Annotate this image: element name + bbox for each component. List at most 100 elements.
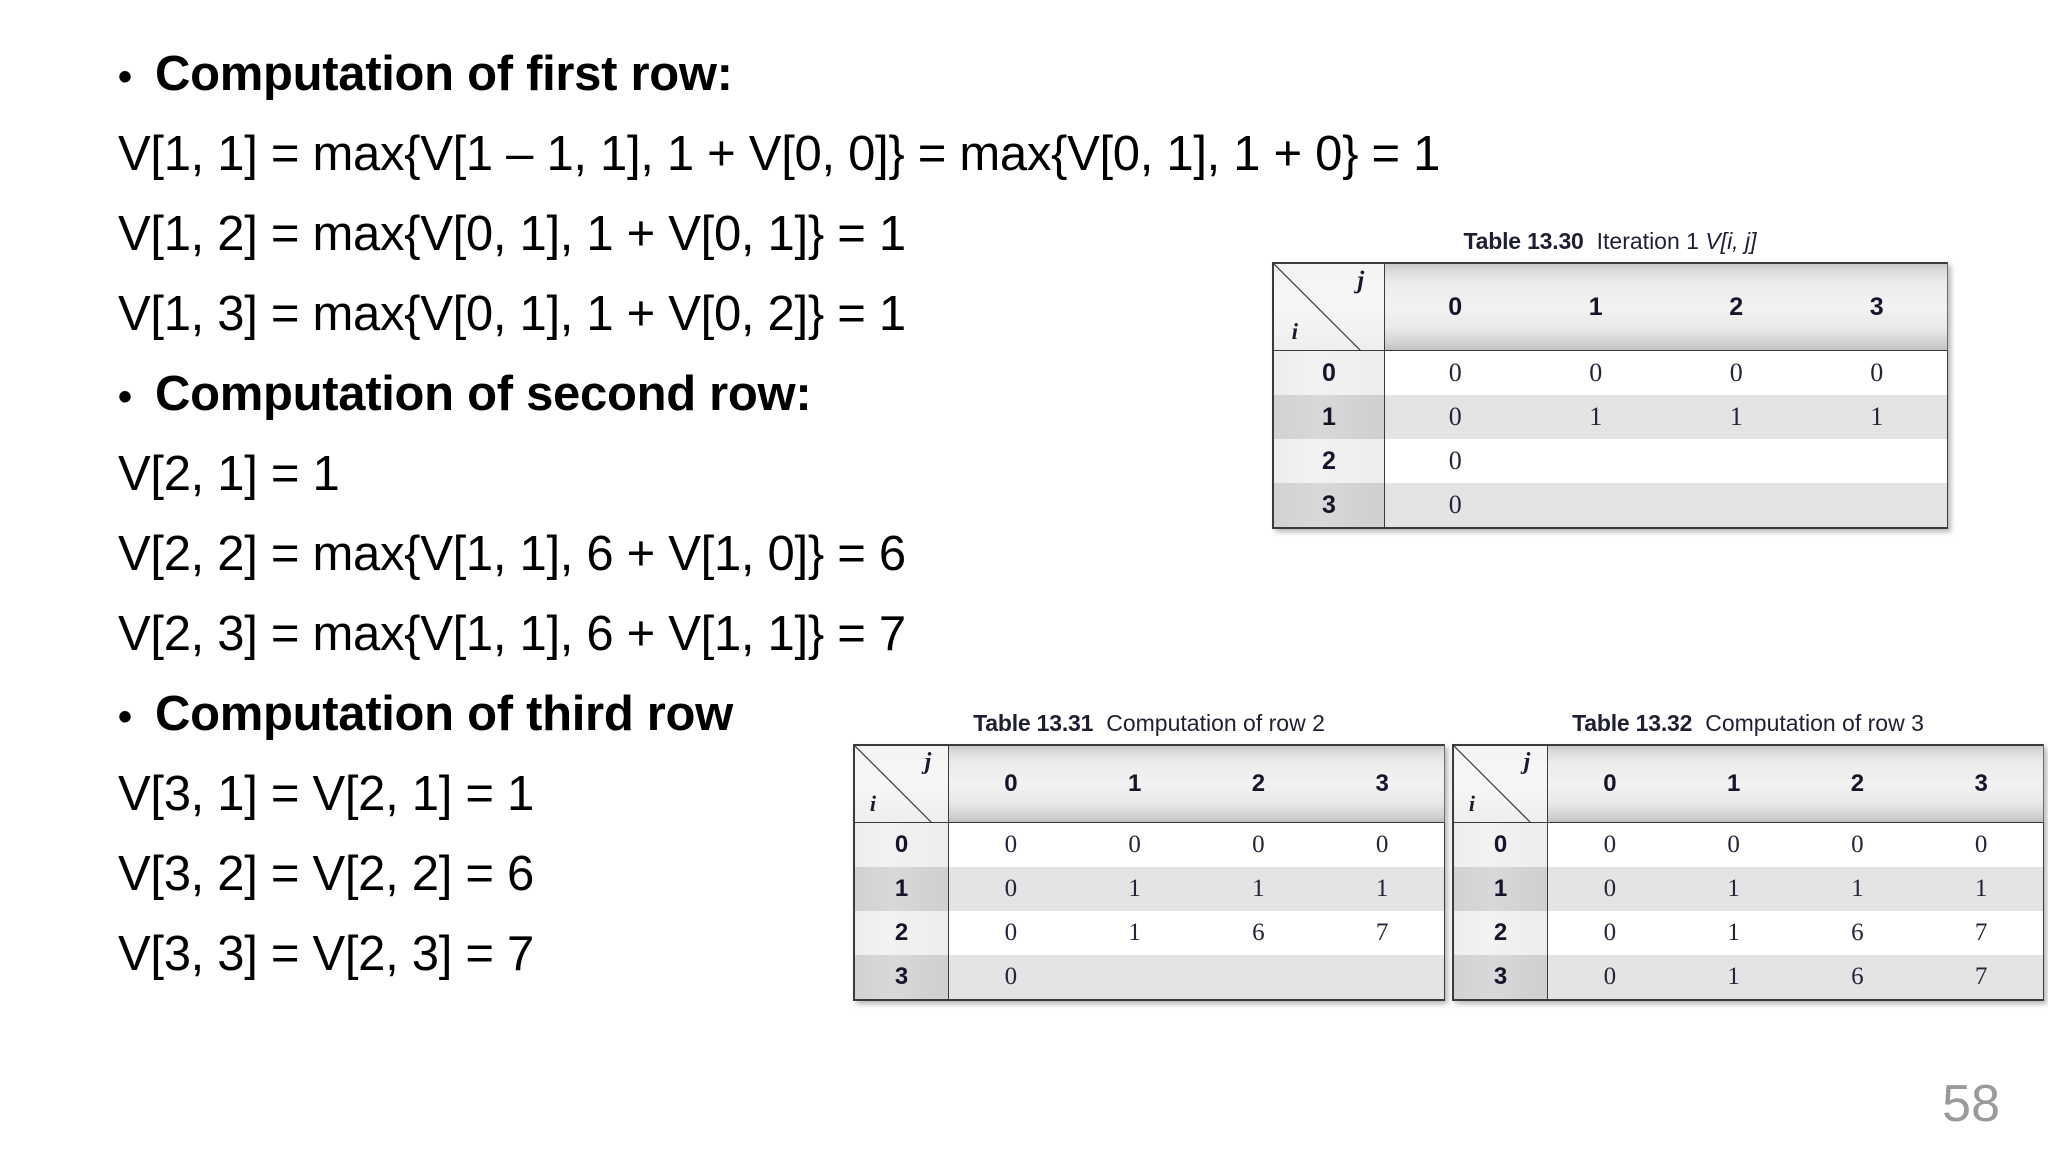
column-axis-label: j [924, 749, 932, 776]
equation-line: V[3, 2] = V[2, 2] = 6 [118, 845, 534, 903]
table-caption-text: Computation of row 3 [1705, 710, 1924, 736]
table-cell: 0 [1004, 831, 1018, 858]
table-cell: 0 [1004, 919, 1018, 946]
equation-text: V[1, 1] = max{V[1 – 1, 1], 1 + V[0, 0]} … [118, 127, 1441, 181]
table-caption-label: Table 13.32 [1572, 710, 1693, 736]
table-cell: 6 [1851, 963, 1864, 990]
row-header-cell: 0 [855, 823, 948, 867]
table-cell: 0 [1729, 358, 1743, 387]
equation-text: V[1, 2] = max{V[0, 1], 1 + V[0, 1]} = 1 [118, 207, 906, 261]
diagonal-divider-icon [855, 746, 948, 823]
bullet-heading: •Computation of first row: [118, 45, 733, 106]
table-caption-label: Table 13.30 [1463, 228, 1584, 254]
column-header-cell: 3 [1375, 770, 1389, 797]
table-cell [1807, 439, 1948, 483]
column-header-cell: 3 [1869, 292, 1884, 321]
column-header-cell: 0 [1004, 770, 1018, 797]
equation-text: V[1, 3] = max{V[0, 1], 1 + V[0, 2]} = 1 [118, 287, 906, 341]
table-row: 0 0 0 0 [1548, 823, 2043, 867]
table-cell: 1 [1727, 963, 1740, 990]
equation-text: V[3, 1] = V[2, 1] = 1 [118, 767, 534, 821]
equation-line: V[1, 3] = max{V[0, 1], 1 + V[0, 2]} = 1 [118, 285, 906, 343]
table-cell: 0 [1004, 963, 1018, 990]
table-cell: 1 [1727, 919, 1740, 946]
table-cell: 1 [1851, 875, 1864, 902]
table-caption-formula: V[i, j] [1705, 228, 1757, 254]
table-cell: 0 [1448, 402, 1462, 431]
row-header-cell: 2 [855, 911, 948, 955]
table-cell: 1 [1729, 402, 1743, 431]
table-cell [1526, 439, 1667, 483]
bullet-heading-label: Computation of second row: [155, 367, 812, 421]
table-cell: 1 [1974, 875, 1988, 902]
equation-line: V[3, 3] = V[2, 3] = 7 [118, 925, 534, 983]
row-header-cell: 1 [1274, 395, 1384, 439]
table-cell: 1 [1589, 402, 1603, 431]
table-cell [1073, 955, 1197, 999]
table-cell [1197, 955, 1321, 999]
table-cell: 0 [1974, 831, 1988, 858]
equation-text: V[2, 2] = max{V[1, 1], 6 + V[1, 0]} = 6 [118, 527, 906, 581]
table-cell: 0 [1375, 831, 1389, 858]
table-cell: 1 [1727, 875, 1740, 902]
table-row: 0 [1385, 439, 1947, 483]
table-cell: 0 [1589, 358, 1603, 387]
table-caption-text: Iteration 1 [1596, 228, 1706, 254]
bullet-heading: •Computation of second row: [118, 365, 812, 426]
table-cell [1320, 955, 1444, 999]
table-cell [1666, 483, 1807, 527]
row-header-cell: 0 [1274, 351, 1384, 395]
equation-line: V[2, 2] = max{V[1, 1], 6 + V[1, 0]} = 6 [118, 525, 906, 583]
bullet-dot-icon: • [118, 55, 132, 99]
table-cell: 0 [1870, 358, 1884, 387]
slide-text-column: •Computation of first row: V[1, 1] = max{… [118, 45, 1440, 983]
equation-line: V[2, 3] = max{V[1, 1], 6 + V[1, 1]} = 7 [118, 605, 906, 663]
table-cell: 0 [1004, 875, 1018, 902]
row-header-cell: 0 [1454, 823, 1547, 867]
row-axis-label: i [1468, 791, 1475, 817]
column-header-cell: 2 [1850, 770, 1865, 797]
equation-line: V[1, 2] = max{V[0, 1], 1 + V[0, 1]} = 1 [118, 205, 906, 263]
equation-line: V[2, 1] = 1 [118, 445, 340, 503]
table-cell: 0 [1603, 963, 1617, 990]
table-cell: 1 [1128, 875, 1141, 902]
column-header-cell: 1 [1588, 292, 1603, 321]
table-cell: 0 [1603, 831, 1617, 858]
column-header-cell: 0 [1603, 770, 1617, 797]
table-cell: 0 [1727, 831, 1740, 858]
diagonal-divider-icon [1274, 264, 1384, 351]
table-caption: Table 13.30 Iteration 1 V[i, j] [1272, 228, 1948, 255]
table-cell: 6 [1252, 919, 1265, 946]
table-row: 0 0 0 0 [1385, 351, 1947, 395]
column-header-cell: 2 [1251, 770, 1266, 797]
column-header-cell: 1 [1726, 770, 1741, 797]
row-axis-label: i [1291, 318, 1298, 344]
table-cell: 0 [1448, 446, 1462, 475]
row-axis-label: i [869, 791, 876, 817]
row-header-cell: 2 [1454, 911, 1547, 955]
table-cell: 0 [1603, 875, 1617, 902]
page-number: 58 [1942, 1075, 2000, 1133]
table-cell: 0 [1448, 358, 1462, 387]
table-row: 0 1 1 1 [1548, 867, 2043, 911]
table-cell: 0 [1851, 831, 1864, 858]
